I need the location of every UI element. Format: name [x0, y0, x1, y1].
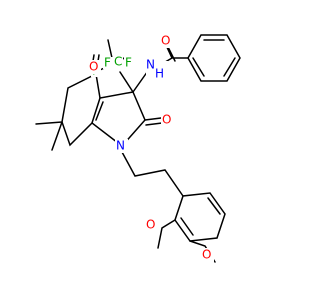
atom-o-lactam: O [162, 113, 171, 127]
molecule-structure-diagram: O N H F F C F O O N O O [35, 34, 241, 263]
dimethoxyphenyl-inner-bonds [180, 197, 221, 236]
pyrrolone-double-bond [95, 101, 104, 121]
atom-labels-layer: O N H F F C F O O N O O [88, 34, 214, 262]
atom-f-right: F [125, 56, 132, 70]
cyclohexenone-ring [61, 72, 101, 147]
gem-dimethyl-bonds [35, 121, 63, 151]
atom-o-methoxy-lower: O [202, 248, 211, 262]
c3-substituent-bonds [119, 67, 151, 93]
benzene-ring [187, 34, 241, 82]
atom-n-amide: N [146, 58, 155, 72]
atom-o-methoxy-upper: O [146, 218, 155, 232]
benzene-inner-bonds [192, 39, 236, 77]
atom-n-ring: N [116, 139, 125, 153]
atom-o-ketone: O [89, 60, 98, 74]
lactam-carbonyl [144, 117, 163, 126]
ethyl-linker [121, 151, 184, 197]
atom-o-benzamide: O [161, 34, 170, 48]
atom-h-amide: H [155, 67, 164, 81]
dimethoxyphenyl-ring [174, 192, 226, 242]
atom-c-cf3: C [114, 55, 122, 69]
atom-f-mid: F [104, 56, 111, 70]
bonds-layer [35, 34, 241, 263]
